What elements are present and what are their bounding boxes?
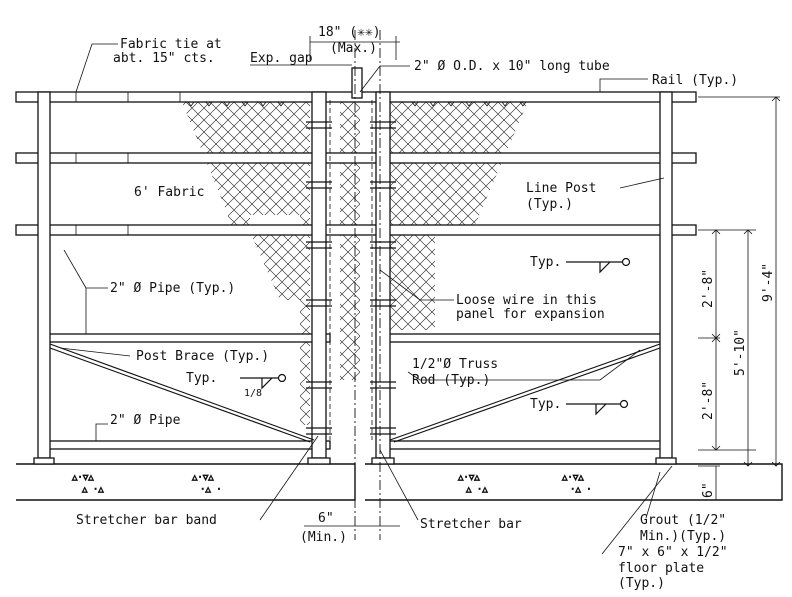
dim-5-10: 5'-10" — [733, 329, 748, 376]
floor-slabs: △·▽△ △ ·△ △·▽△ ·△ · △·▽△ △ ·△ △·▽△ ·△ · — [16, 463, 783, 501]
typ-label-lower: Typ. — [530, 397, 561, 412]
truss-rods — [49, 343, 661, 443]
tube-label: 2" Ø O.D. x 10" long tube — [414, 59, 610, 74]
fabric-label: 6' Fabric — [134, 185, 204, 200]
floor-plate-label-2: floor plate — [618, 561, 704, 576]
truss-rod-label-1: 1/2"Ø Truss — [412, 357, 498, 372]
floor-plate-label-3: (Typ.) — [618, 576, 665, 591]
loose-wire-label-1: Loose wire in this — [456, 293, 597, 308]
weld-size-label: 1/8 — [244, 388, 262, 399]
dimension-texts: 2'-8" 2'-8" 5'-10" 9'-4" 6" — [701, 263, 776, 498]
line-posts — [33, 91, 677, 465]
pipe-label: 2" Ø Pipe — [110, 413, 181, 428]
grout-label-2: Min.)(Typ.) — [640, 529, 726, 544]
leader-lines — [59, 43, 673, 555]
dim-2-8-top: 2'-8" — [701, 269, 716, 308]
min-dim-label: 6" — [318, 511, 334, 526]
line-post-label-1: Line Post — [526, 181, 596, 196]
typ-label-left: Typ. — [186, 371, 217, 386]
svg-text:△ ·△: △ ·△ — [466, 485, 488, 495]
svg-text:△·▽△: △·▽△ — [458, 473, 480, 483]
svg-text:△ ·△: △ ·△ — [82, 485, 104, 495]
dim-6: 6" — [701, 482, 716, 498]
min-note-label: (Min.) — [300, 530, 347, 545]
post-brace-label: Post Brace (Typ.) — [136, 349, 269, 364]
truss-rod-label-2: Rod (Typ.) — [412, 373, 490, 388]
max-dim-label: 18" (✳✳) — [318, 25, 381, 40]
center-posts — [306, 30, 396, 540]
pipe-typ-label: 2" Ø Pipe (Typ.) — [110, 281, 235, 296]
svg-text:△·▽△: △·▽△ — [562, 473, 584, 483]
fabric-tie-marks — [187, 101, 527, 107]
svg-text:△·▽△: △·▽△ — [72, 473, 94, 483]
weld-symbols — [240, 257, 631, 416]
floor-plate-label-1: 7" x 6" x 1/2" — [618, 545, 728, 560]
line-post-label-2: (Typ.) — [526, 197, 573, 212]
grout-label-1: Grout (1/2" — [640, 513, 726, 528]
svg-text:△·▽△: △·▽△ — [192, 473, 214, 483]
max-note-label: (Max.) — [330, 41, 377, 56]
exp-gap-label: Exp. gap — [250, 51, 313, 66]
dim-9-4: 9'-4" — [761, 263, 776, 302]
fabric-tie-label-2: abt. 15" cts. — [113, 51, 215, 66]
typ-label-upper: Typ. — [530, 255, 561, 270]
dim-2-8-bottom: 2'-8" — [701, 381, 716, 420]
rail-label: Rail (Typ.) — [652, 73, 738, 88]
loose-wire-label-2: panel for expansion — [456, 307, 605, 322]
annotations: Fabric tie at abt. 15" cts. Exp. gap 18"… — [76, 25, 738, 591]
svg-text:·△ ·: ·△ · — [570, 485, 592, 495]
svg-text:·△ ·: ·△ · — [200, 485, 222, 495]
dimension-lines — [250, 36, 781, 527]
fabric-tie-label-1: Fabric tie at — [120, 37, 222, 52]
stretcher-band-label: Stretcher bar band — [76, 513, 217, 528]
stretcher-bar-label: Stretcher bar — [420, 517, 522, 532]
aggregate-marks: △·▽△ △ ·△ △·▽△ ·△ · △·▽△ △ ·△ △·▽△ ·△ · — [72, 473, 592, 496]
